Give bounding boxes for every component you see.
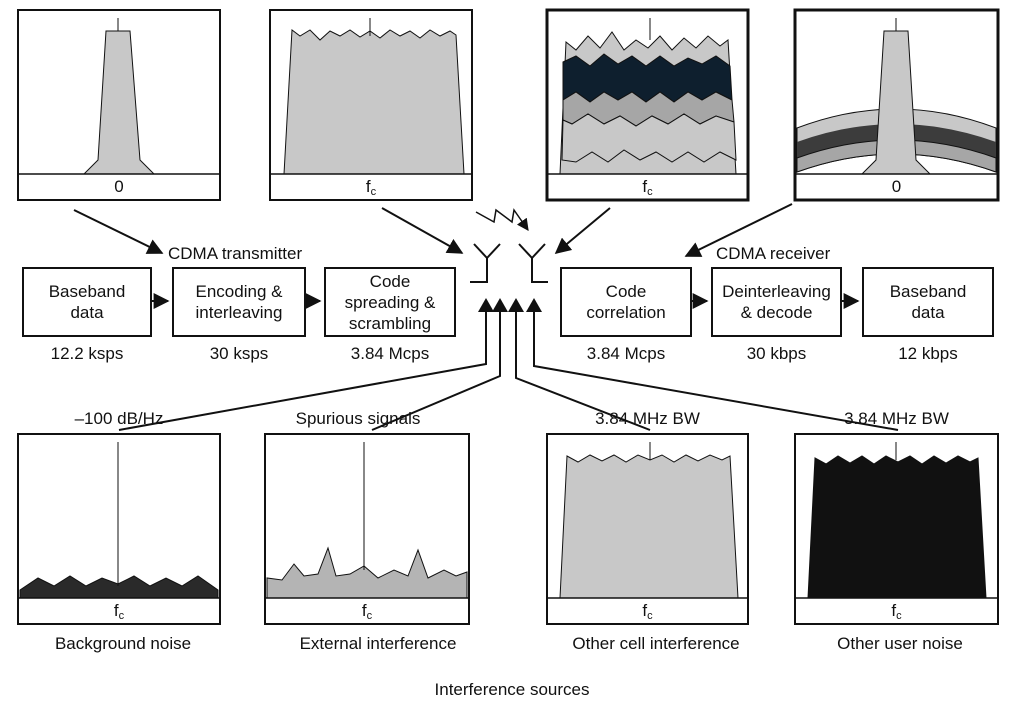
freq-subscript: c (647, 186, 653, 198)
arrow-panel2-to-antenna (381, 207, 464, 254)
spectrum-panel-despread (793, 8, 1000, 202)
freq-subscript: c (647, 610, 653, 622)
despread-band-dark (797, 124, 996, 158)
tx-baseband-rate: 12.2 ksps (50, 344, 124, 363)
tx-encoding-block: Encoding & interleaving (172, 267, 306, 337)
bottom-panel-2-axis-label: fc (265, 601, 469, 622)
interference-arrowheads (478, 298, 542, 312)
interference-arrows (118, 310, 899, 431)
other-cell-header: 3.84 MHz BW (595, 409, 700, 428)
freq-subscript: c (118, 610, 125, 622)
black-wideband-spectrum (797, 455, 996, 599)
arrow-panel1-to-tx (73, 209, 164, 254)
top-panel-1-axis-label: 0 (114, 177, 124, 196)
other-user-noise-label: Other user noise (837, 634, 963, 653)
rx-correlation-block: Code correlation (560, 267, 692, 337)
bottom-panel-3-axis-label: fc (547, 601, 748, 622)
layer-low (561, 113, 737, 163)
rx-deinterleave-block: Deinterleaving & decode (711, 267, 842, 337)
background-noise-header: –100 dB/Hz (74, 409, 164, 428)
spectrum-panel-received (545, 8, 750, 202)
freq-symbol: f (113, 601, 119, 620)
freq-symbol: f (361, 601, 367, 620)
tx-baseband-block: Baseband data (22, 267, 152, 337)
rx-deinterleave-rate: 30 kbps (746, 344, 807, 363)
freq-symbol: f (365, 177, 371, 196)
background-noise-label: Background noise (54, 634, 192, 653)
spectrum-panel-baseband (17, 9, 221, 201)
freq-subscript: c (896, 610, 902, 622)
bottom-panel-4-axis-label: fc (795, 601, 998, 622)
top-panel-3-axis-label: fc (547, 177, 748, 198)
freq-subscript: c (370, 186, 377, 198)
top-panel-4-axis-label: 0 (891, 177, 902, 196)
spurious-spectrum (266, 546, 468, 599)
external-interference-label: External interference (299, 634, 457, 653)
external-interference-header: Spurious signals (295, 409, 421, 428)
tx-spreading-block: Code spreading & scrambling (324, 267, 456, 337)
panel-other-cell-interference (546, 433, 749, 625)
cdma-receiver-title: CDMA receiver (716, 244, 831, 263)
other-user-header: 3.84 MHz BW (844, 409, 949, 428)
arrow-panel3-to-antenna (554, 207, 611, 255)
rx-baseband-rate: 12 kbps (898, 344, 958, 363)
freq-symbol: f (891, 601, 897, 620)
rx-baseband-block: Baseband data (862, 267, 994, 337)
cdma-transmitter-title: CDMA transmitter (168, 244, 303, 263)
freq-symbol: f (642, 177, 648, 196)
interference-sources-caption: Interference sources (434, 680, 590, 699)
tx-antenna (470, 243, 501, 283)
despread-band-inner (796, 139, 997, 173)
panel-external-interference (264, 433, 470, 625)
freq-subscript: c (366, 610, 373, 622)
noise-floor-spectrum (19, 575, 219, 599)
wideband-spectrum (272, 29, 470, 175)
gray-wideband-spectrum (549, 454, 746, 599)
spectrum-panel-spread (269, 9, 473, 201)
tx-spreading-rate: 3.84 Mcps (350, 344, 430, 363)
freq-symbol: f (642, 601, 648, 620)
radio-link-zigzag (475, 208, 529, 231)
tx-encoding-rate: 30 ksps (209, 344, 269, 363)
other-cell-interference-label: Other cell interference (572, 634, 740, 653)
panel-other-user-noise (794, 433, 999, 625)
rx-correlation-rate: 3.84 Mcps (586, 344, 666, 363)
rx-antenna (518, 243, 548, 283)
panel-background-noise (17, 433, 221, 625)
top-panel-2-axis-label: fc (270, 177, 472, 198)
arrow-panel4-to-rx (684, 203, 793, 257)
bottom-panel-1-axis-label: fc (18, 601, 220, 622)
